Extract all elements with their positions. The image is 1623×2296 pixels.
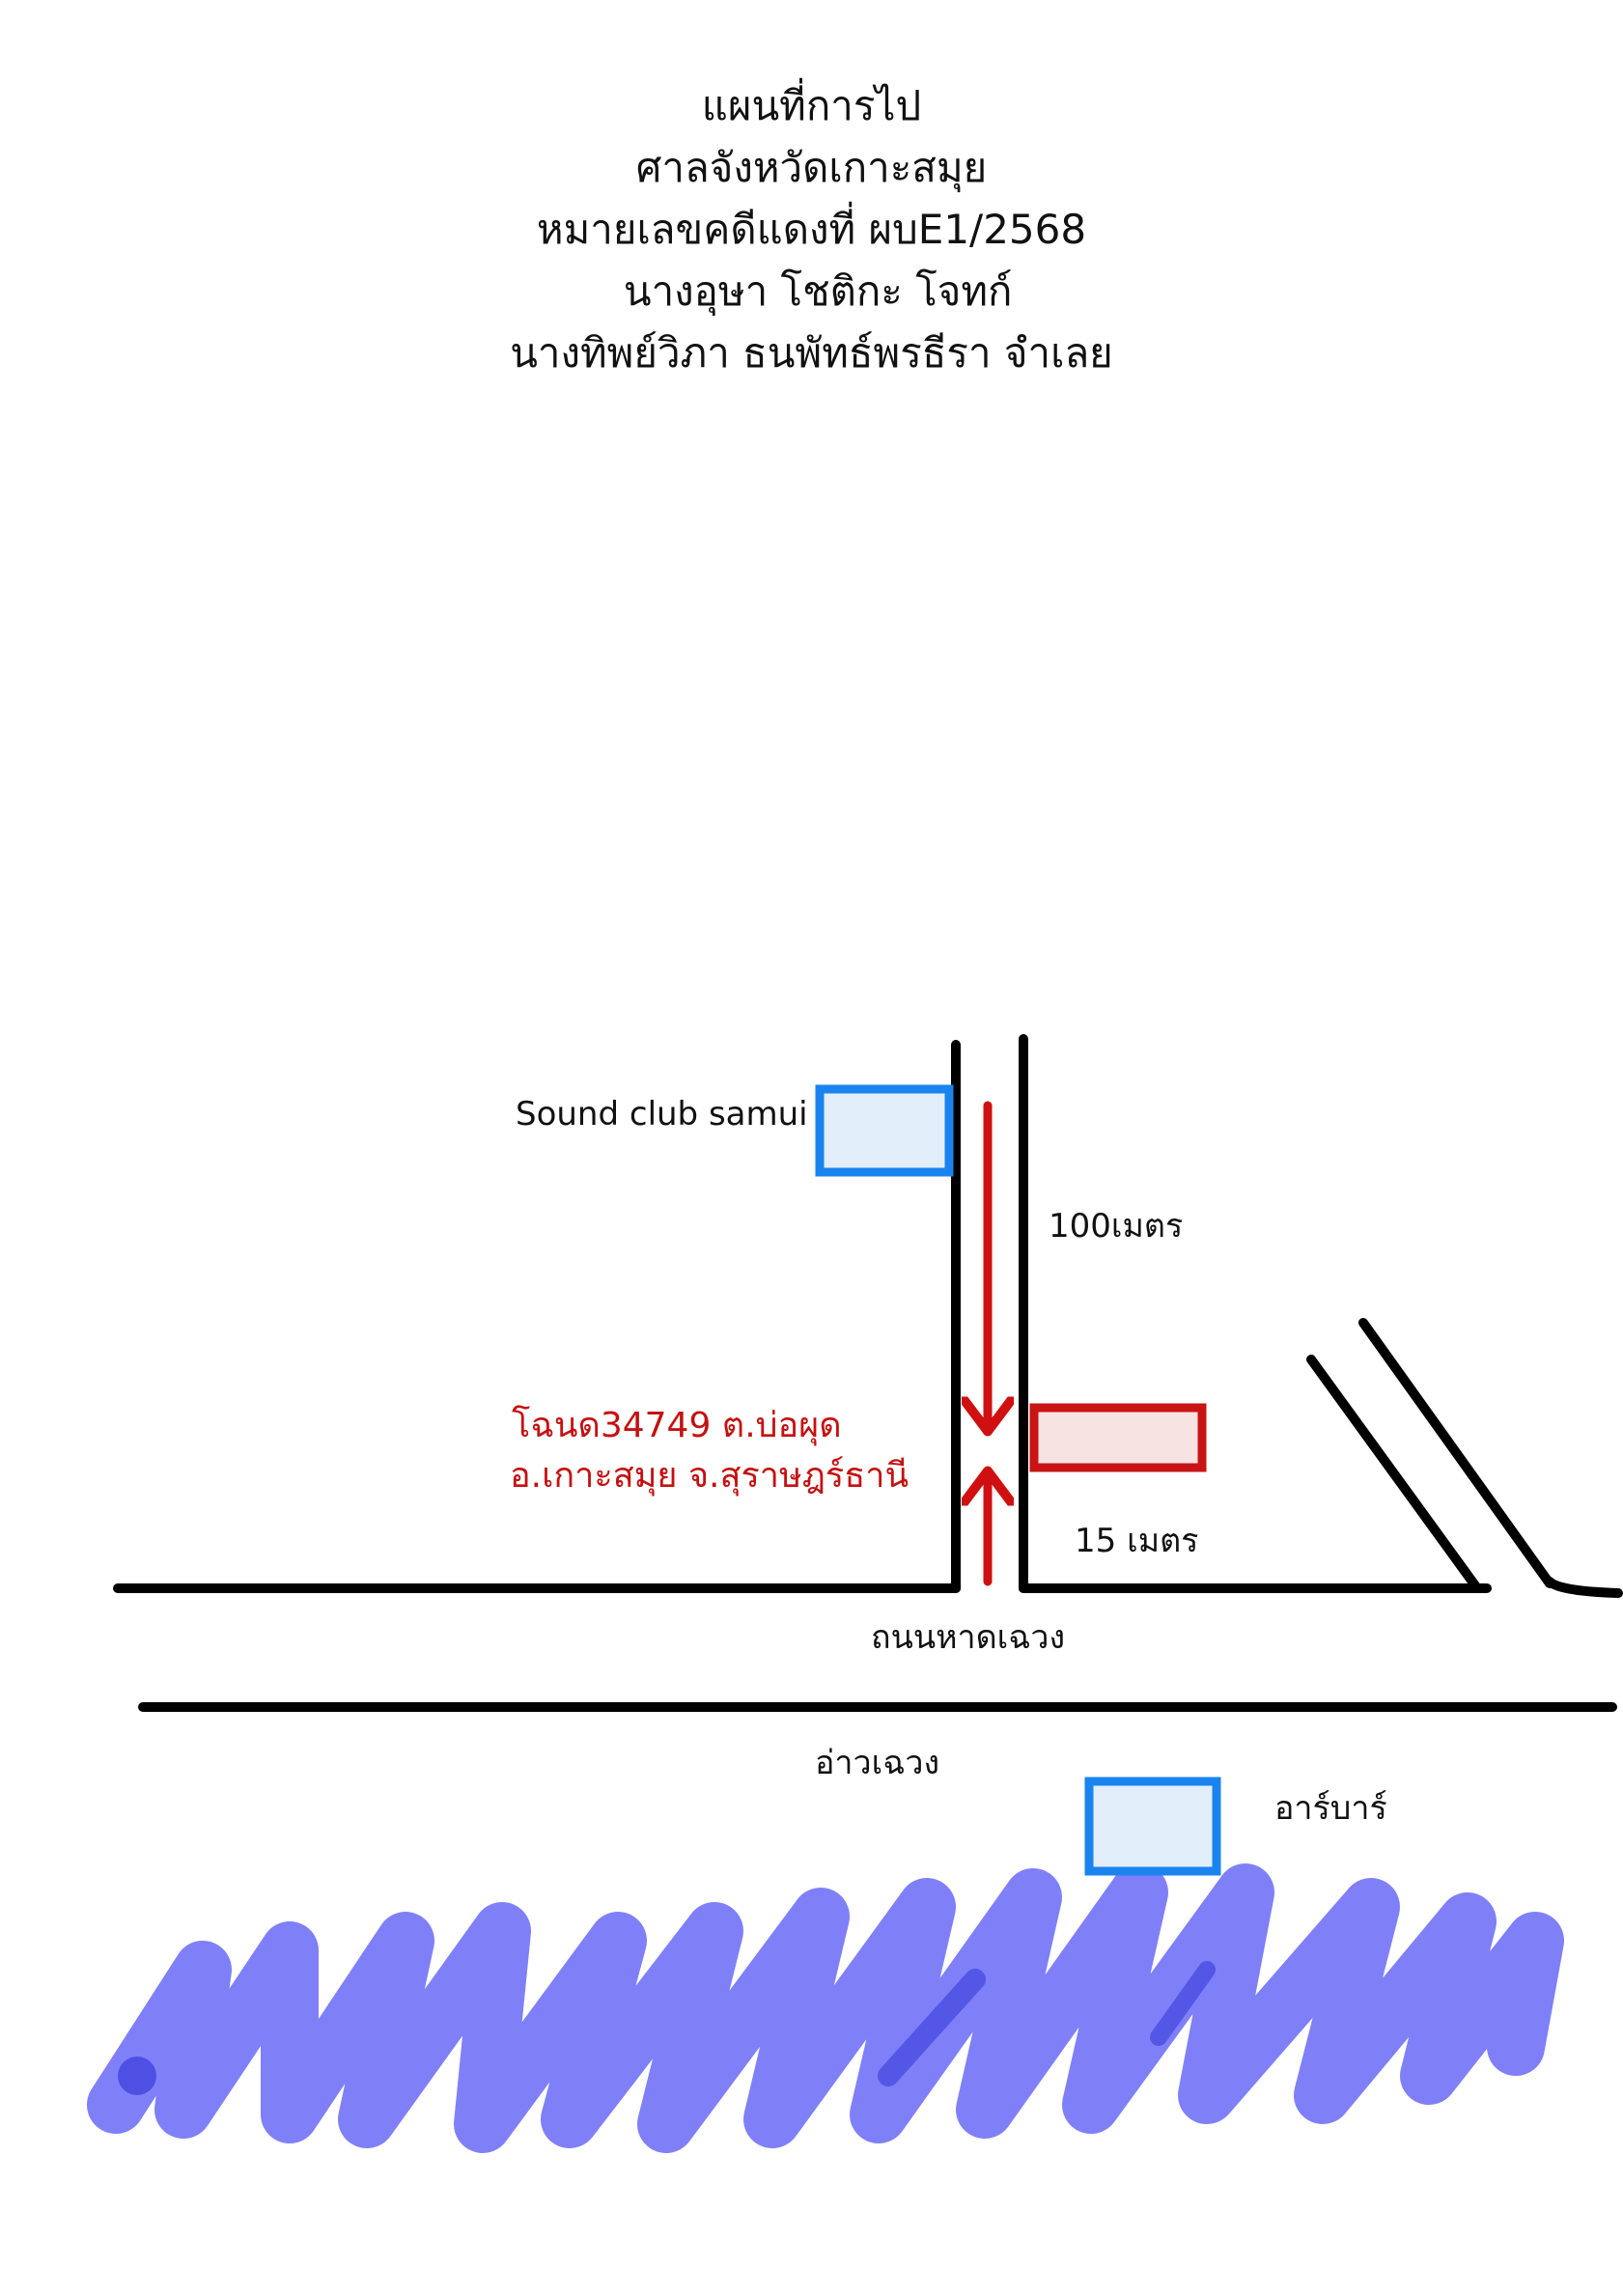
road-name-label: ถนนหาดเฉวง [871,1618,1066,1657]
title-line: นางอุษา โชติกะ โจทก์ [610,267,1013,315]
sea-dark-mark [1150,1961,1216,2046]
branch-road-curve [1545,1577,1623,1598]
target-plot-box [1029,1403,1207,1472]
sound-club-box [815,1084,954,1177]
sound-club-label: Sound club samui [516,1095,808,1134]
distance-15m-label: 15 เมตร [1075,1522,1199,1560]
roads [113,1034,1623,1712]
title-line: แผนที่การไป [701,82,922,129]
title-line: หมายเลขคดีแดงที่ ผบE1/2568 [536,206,1087,253]
r-bar-box [1084,1777,1221,1876]
bay-name-label: อ่าวเฉวง [815,1744,940,1782]
sea-area [87,1863,1564,2153]
land-deed-label-line2: อ.เกาะสมุย จ.สุราษฎร์ธานี [510,1456,909,1496]
title-line: นางทิพย์วิภา ธนพัทธ์พรธีรา จำเลย [510,329,1113,377]
sea-dark-mark [878,1969,986,2086]
land-deed-label-line1: โฉนด34749 ต.บ่อผุด [512,1406,842,1445]
branch-road-outer [1358,1318,1554,1588]
distance-100m-label: 100เมตร [1049,1207,1184,1246]
branch-road-inner [1306,1355,1482,1593]
sea-scribble-stroke [87,1863,1564,2153]
title-line: ศาลจังหวัดเกาะสมุย [635,144,988,191]
map-title: แผนที่การไป ศาลจังหวัดเกาะสมุย หมายเลขคด… [0,75,1623,384]
sea-dark-dot [118,2057,156,2095]
r-bar-label: อาร์บาร์ [1274,1789,1387,1828]
